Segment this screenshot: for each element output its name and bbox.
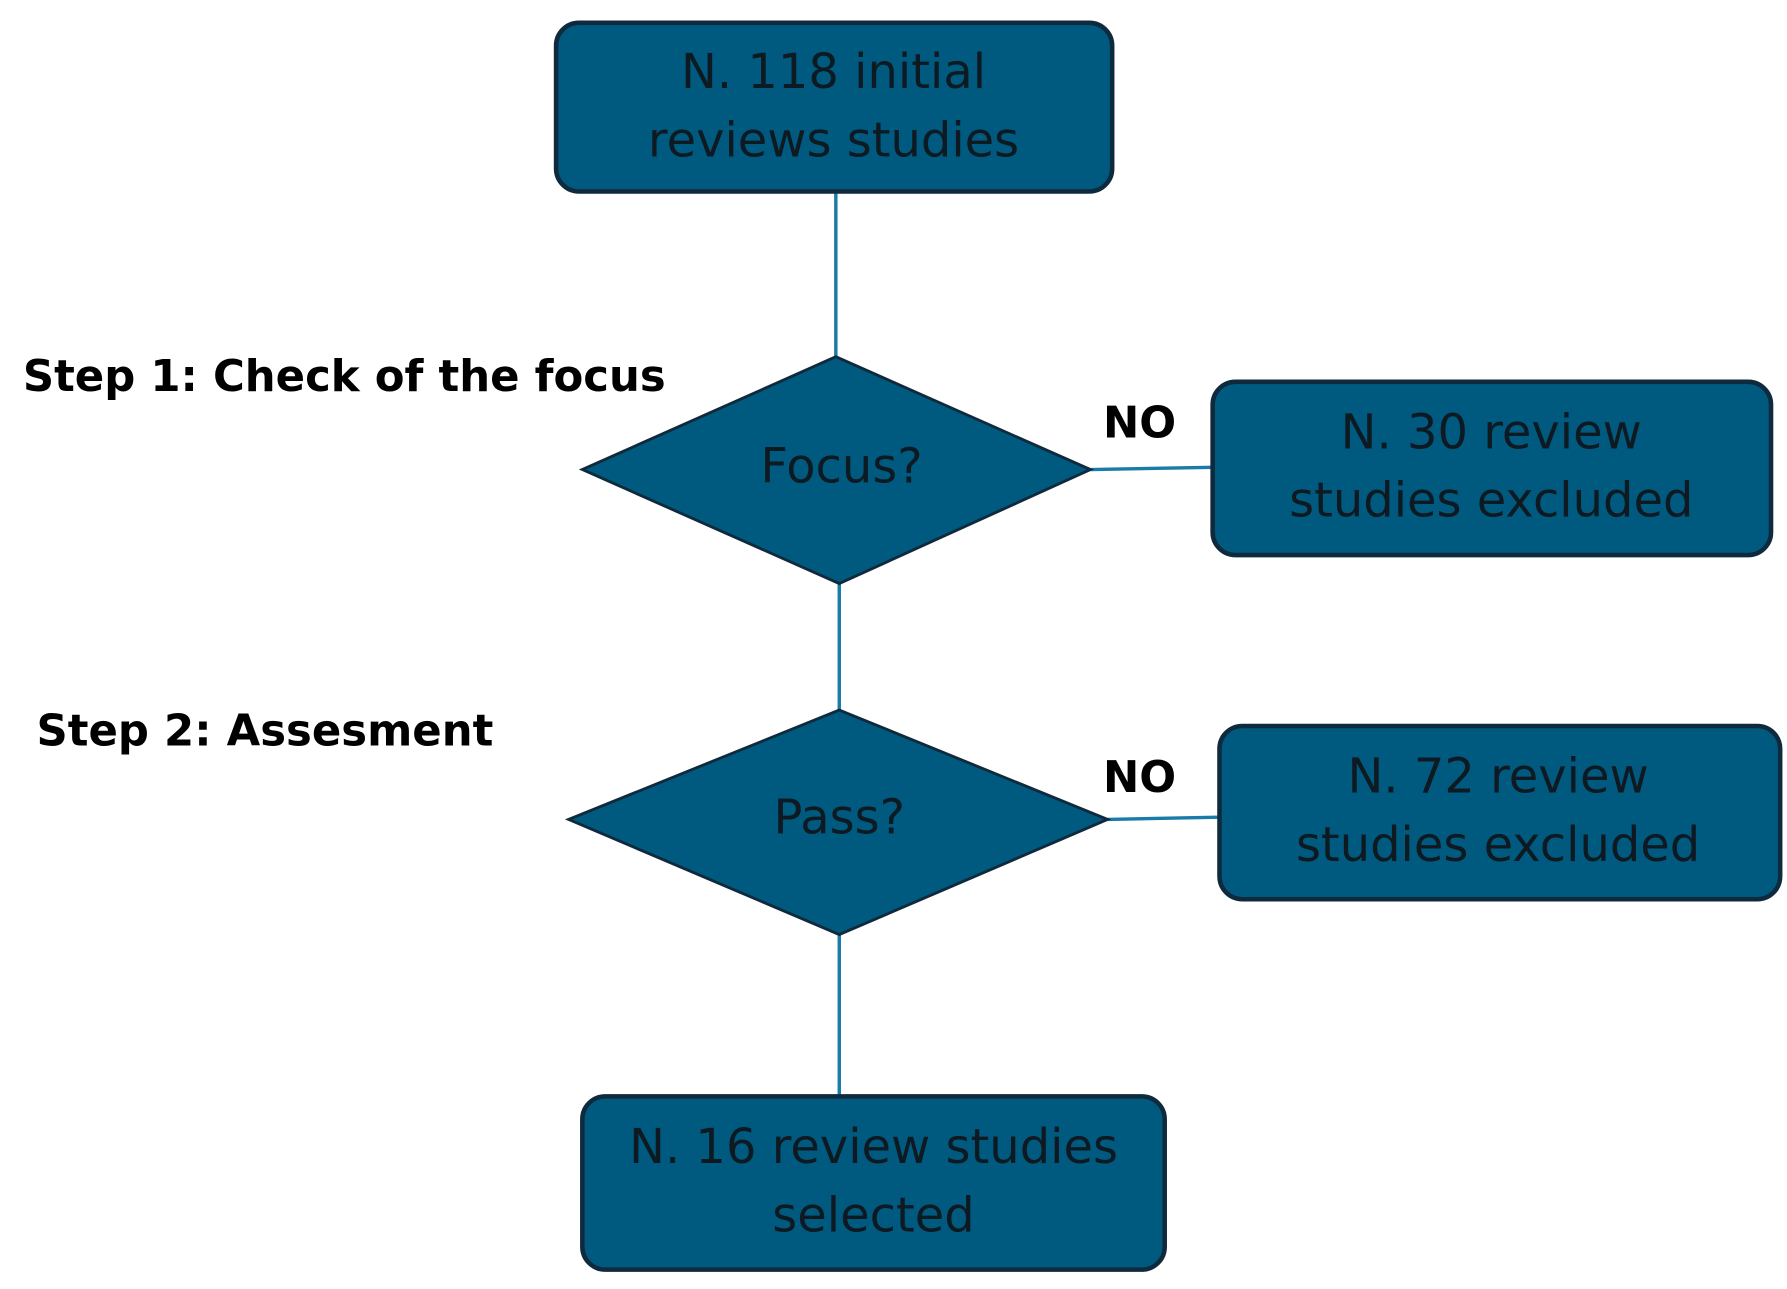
excluded-focus-line1: N. 30 review (1341, 405, 1642, 460)
connector-focus-no (1090, 465, 1213, 472)
initial-studies-line1: N. 118 initial (681, 45, 986, 100)
focus-decision-label: Focus? (760, 440, 922, 495)
pass-decision-label: Pass? (773, 791, 905, 846)
excluded-pass-line2: studies excluded (1296, 818, 1700, 873)
pass-no-label: NO (1103, 753, 1176, 803)
connector-pass-no (1107, 815, 1220, 822)
selected-studies-line1: N. 16 review studies (629, 1120, 1118, 1175)
pass-decision-diamond: Pass? (564, 708, 1112, 937)
excluded-pass-line1: N. 72 review (1348, 750, 1649, 805)
step2-label: Step 2: Assesment (37, 706, 494, 756)
excluded-focus-box: N. 30 review studies excluded (1210, 379, 1774, 558)
excluded-pass-box: N. 72 review studies excluded (1217, 723, 1783, 902)
initial-studies-box: N. 118 initial reviews studies (553, 20, 1115, 194)
selected-studies-box: N. 16 review studies selected (580, 1094, 1167, 1272)
focus-decision-diamond: Focus? (578, 355, 1094, 586)
focus-no-label: NO (1103, 399, 1176, 449)
step1-label: Step 1: Check of the focus (23, 352, 666, 402)
excluded-focus-line2: studies excluded (1289, 474, 1693, 529)
initial-studies-line2: reviews studies (648, 114, 1019, 169)
selected-studies-line2: selected (772, 1188, 974, 1243)
